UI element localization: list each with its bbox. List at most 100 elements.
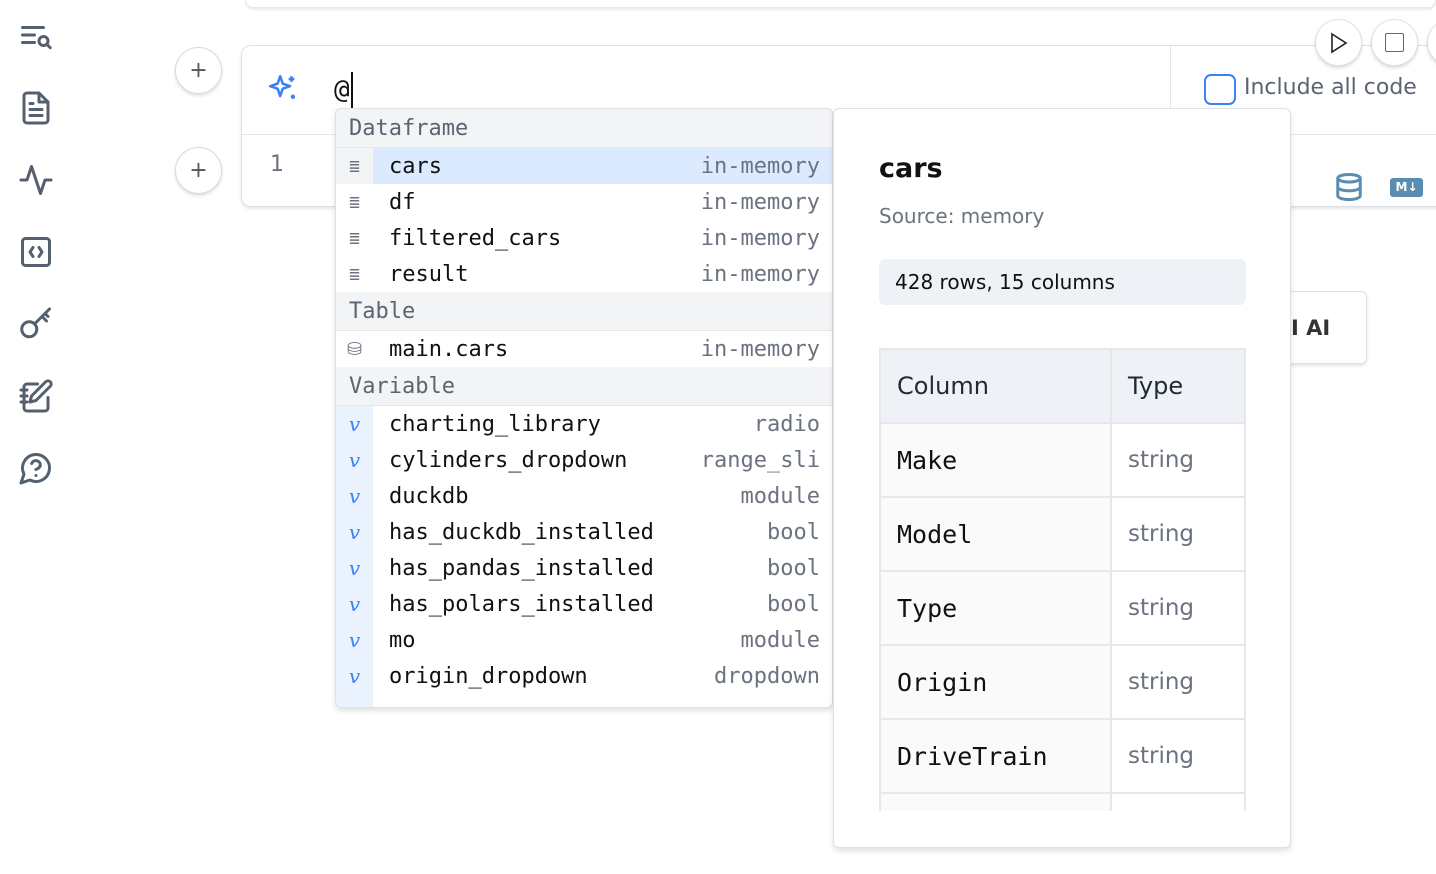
item-name: main.cars — [389, 336, 509, 362]
dataframe-icon: ≣ — [336, 148, 373, 184]
group-header: Dataframe — [336, 109, 832, 148]
item-name: cars — [389, 153, 442, 179]
list-item[interactable]: ⛁ main.cars in-memory — [336, 331, 832, 367]
dataframe-icon: ≣ — [349, 227, 360, 249]
list-item[interactable]: v has_duckdb_installed bool — [336, 514, 832, 550]
table-row — [879, 792, 1246, 811]
sparkles-icon — [266, 72, 300, 110]
item-name: has_duckdb_installed — [389, 519, 654, 545]
column-name: Model — [879, 496, 1112, 572]
variable-icon — [336, 694, 373, 707]
item-name: charting_library — [389, 411, 601, 437]
item-type: bool — [767, 519, 820, 545]
include-all-code-checkbox[interactable] — [1204, 74, 1236, 105]
variable-icon: v — [336, 622, 373, 658]
item-type: in-memory — [700, 189, 820, 215]
item-type: range_sli — [700, 447, 820, 473]
item-name: cylinders_dropdown — [389, 447, 628, 473]
stop-button[interactable] — [1371, 19, 1418, 66]
dataframe-icon: ≣ — [349, 191, 360, 213]
item-name: df — [389, 189, 416, 215]
prompt-input[interactable]: @ — [334, 72, 353, 108]
list-item[interactable]: v has_pandas_installed bool — [336, 550, 832, 586]
group-header: Table — [336, 292, 832, 331]
list-item[interactable] — [336, 694, 832, 707]
activity-icon[interactable] — [16, 160, 56, 200]
autocomplete-dropdown: Dataframe ≣ cars in-memory ≣ df in-memory ≣ f… — [335, 108, 833, 708]
item-type: in-memory — [700, 336, 820, 362]
code-icon[interactable] — [16, 232, 56, 272]
run-button[interactable] — [1315, 19, 1362, 66]
variable-icon: v — [336, 586, 373, 622]
info-summary: 428 rows, 15 columns — [879, 259, 1246, 305]
item-type: module — [740, 483, 820, 509]
list-item[interactable]: v charting_library radio — [336, 406, 832, 442]
help-icon[interactable] — [16, 448, 56, 488]
dataframe-icon: ≣ — [349, 263, 360, 285]
variable-icon: v — [336, 442, 373, 478]
item-name: mo — [389, 627, 416, 653]
column-header: Column — [879, 348, 1112, 424]
column-name: DriveTrain — [879, 718, 1112, 794]
item-name: origin_dropdown — [389, 663, 588, 689]
item-type: in-memory — [700, 261, 820, 287]
item-name: duckdb — [389, 483, 469, 509]
group-header: Variable — [336, 367, 832, 406]
file-icon[interactable] — [16, 88, 56, 128]
list-item[interactable]: v origin_dropdown dropdown — [336, 658, 832, 694]
dataframe-info-panel: cars Source: memory 428 rows, 15 columns… — [833, 108, 1291, 848]
item-type: module — [740, 627, 820, 653]
variable-icon: v — [336, 406, 373, 442]
list-item[interactable]: ≣ df in-memory — [336, 184, 832, 220]
item-type: bool — [767, 591, 820, 617]
item-name: filtered_cars — [389, 225, 562, 251]
notebook-pen-icon[interactable] — [16, 376, 56, 416]
info-source: Source: memory — [879, 204, 1045, 228]
column-name: Make — [879, 422, 1112, 498]
table-icon: ⛁ — [346, 338, 363, 360]
list-item[interactable]: ≣ result in-memory — [336, 256, 832, 292]
column-type: string — [1110, 644, 1246, 720]
list-item[interactable]: v cylinders_dropdown range_sli — [336, 442, 832, 478]
variable-icon: v — [336, 478, 373, 514]
markdown-icon[interactable]: M↓ — [1390, 178, 1423, 197]
previous-cell — [245, 0, 1436, 8]
item-type: radio — [753, 411, 820, 437]
info-title: cars — [879, 153, 943, 184]
column-type: string — [1110, 496, 1246, 572]
key-icon[interactable] — [16, 304, 56, 344]
list-item[interactable]: ≣ cars in-memory — [336, 148, 832, 184]
search-list-icon[interactable] — [16, 18, 56, 58]
list-item[interactable]: v has_polars_installed bool — [336, 586, 832, 622]
list-item[interactable]: ≣ filtered_cars in-memory — [336, 220, 832, 256]
line-number: 1 — [270, 152, 284, 177]
column-name: Origin — [879, 644, 1112, 720]
column-type: string — [1110, 422, 1246, 498]
item-type: in-memory — [700, 153, 820, 179]
column-name: Type — [879, 570, 1112, 646]
variable-icon: v — [336, 658, 373, 694]
item-type: dropdown — [714, 663, 820, 689]
variable-icon: v — [336, 550, 373, 586]
add-cell-button[interactable]: + — [175, 47, 222, 94]
include-all-code-label: Include all code — [1244, 75, 1417, 100]
column-type: string — [1110, 570, 1246, 646]
item-type: in-memory — [700, 225, 820, 251]
type-header: Type — [1110, 348, 1246, 424]
add-cell-button[interactable]: + — [175, 147, 222, 194]
variable-icon: v — [336, 514, 373, 550]
database-icon[interactable] — [1334, 171, 1364, 207]
column-type: string — [1110, 718, 1246, 794]
item-name: result — [389, 261, 469, 287]
item-type: bool — [767, 555, 820, 581]
item-name: has_pandas_installed — [389, 555, 654, 581]
item-name: has_polars_installed — [389, 591, 654, 617]
